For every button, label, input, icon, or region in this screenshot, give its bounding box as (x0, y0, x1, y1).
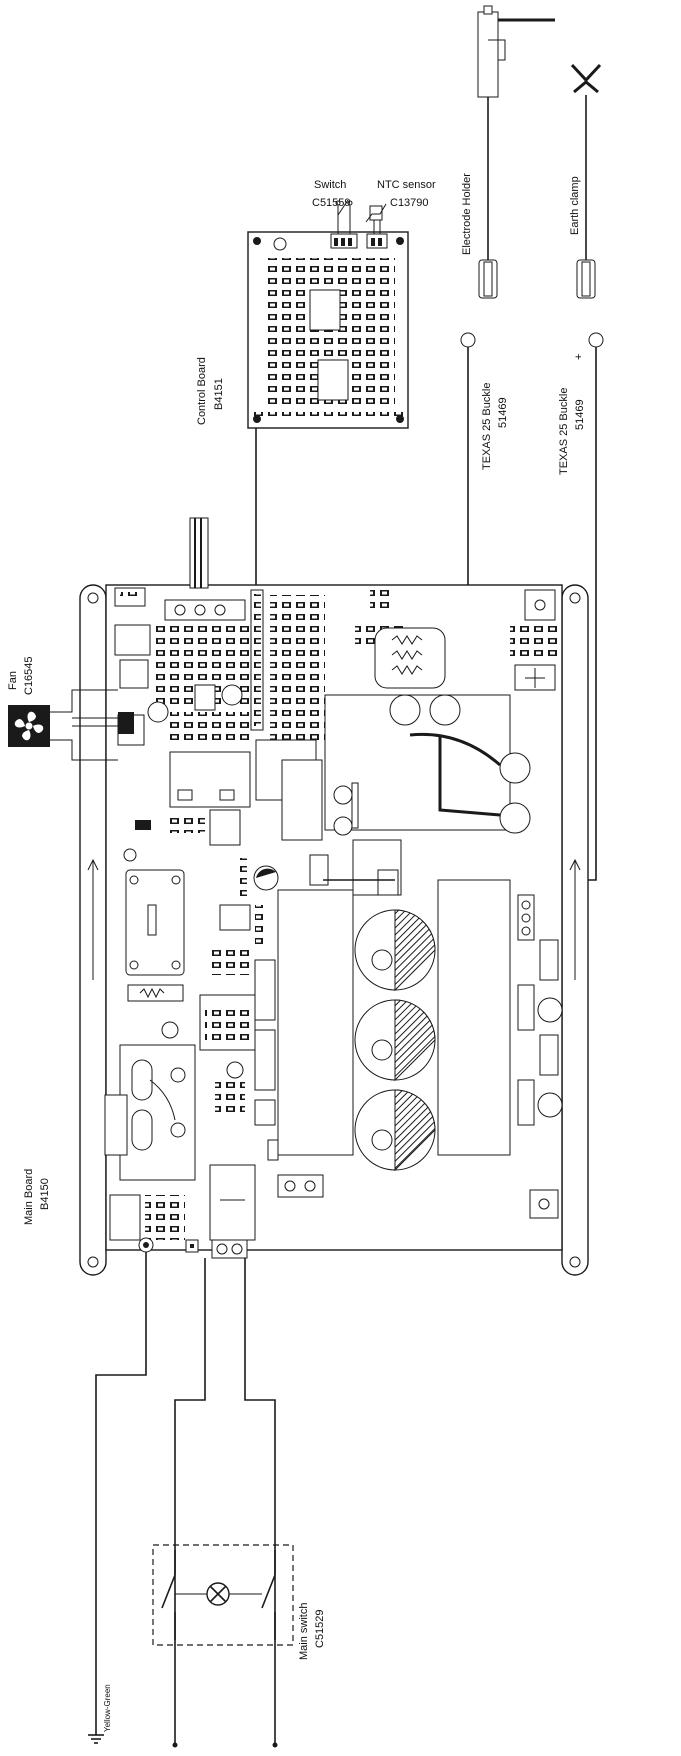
fan-icon (8, 689, 134, 761)
buckle-2-code: 51469 (574, 399, 586, 430)
ntc-label: NTC sensor (377, 179, 436, 191)
main-board (79, 517, 589, 1276)
earth-clamp-label: Earth clamp (569, 176, 581, 235)
fan-code: C16545 (23, 656, 35, 695)
earth-clamp-icon (570, 63, 602, 299)
main-switch-code: C51529 (314, 1609, 326, 1648)
ntc-icon (365, 203, 387, 234)
fan-label: Fan (7, 671, 19, 690)
control-board-code: B4151 (213, 378, 225, 410)
electrode-holder-label: Electrode Holder (461, 173, 473, 255)
ntc-code: C13790 (390, 197, 429, 209)
ground-icon (88, 1734, 104, 1744)
electrode-holder-icon (477, 5, 555, 299)
main-switch-label: Main switch (298, 1603, 310, 1660)
capacitor-1 (354, 909, 436, 992)
main-board-label: Main Board (23, 1169, 35, 1225)
control-board-label: Control Board (196, 357, 208, 425)
yellow-green-label: Yellow-Green (103, 1684, 112, 1732)
capacitor-3 (354, 1089, 436, 1172)
plus-sign: + (573, 354, 585, 360)
buckle-1-code: 51469 (497, 397, 509, 428)
capacitor-2 (354, 999, 436, 1082)
buckle-1-name: TEXAS 25 Buckle (481, 383, 493, 470)
switch-code: C51559 (312, 197, 351, 209)
mains-wiring (95, 1252, 278, 1748)
buckle-2-name: TEXAS 25 Buckle (558, 388, 570, 475)
lamp-icon (175, 1582, 262, 1606)
main-switch (152, 1544, 294, 1646)
control-board (247, 231, 409, 429)
switch-label: Switch (314, 179, 346, 191)
main-board-code: B4150 (39, 1178, 51, 1210)
switch-icon (335, 199, 353, 234)
